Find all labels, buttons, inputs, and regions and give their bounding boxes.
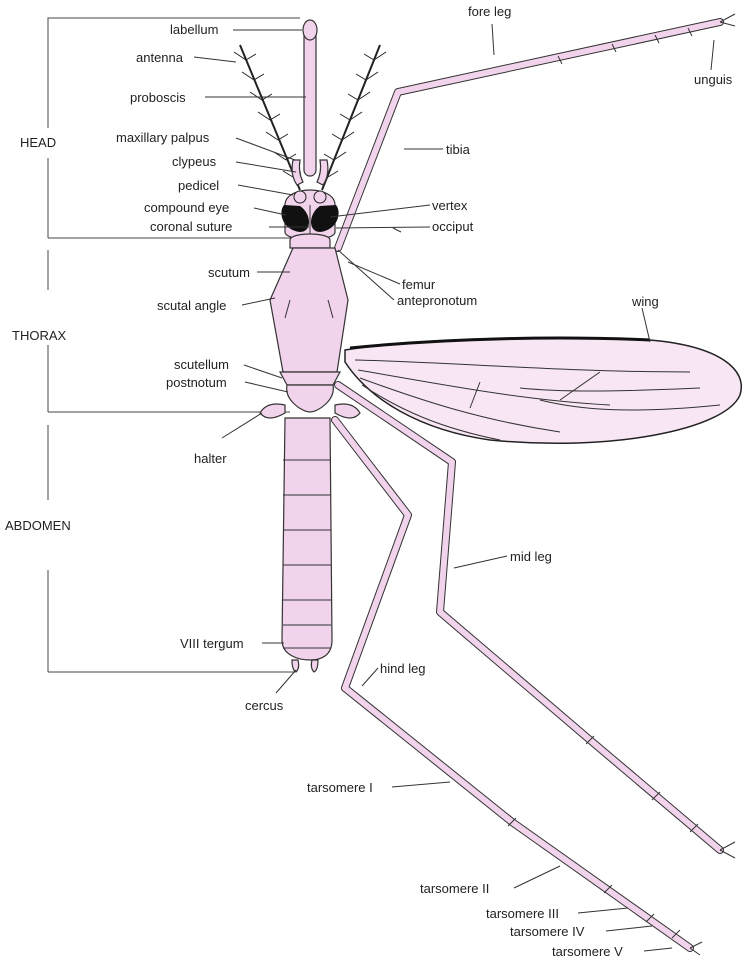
label-scutal-angle: scutal angle xyxy=(157,298,226,313)
label-tarsomere-iv: tarsomere IV xyxy=(510,924,585,939)
scutellum-shape xyxy=(280,372,340,385)
label-occiput: occiput xyxy=(432,219,474,234)
label-unguis: unguis xyxy=(694,72,733,87)
label-scutum: scutum xyxy=(208,265,250,280)
label-antepronotum: antepronotum xyxy=(397,293,477,308)
label-hind-leg: hind leg xyxy=(380,661,426,676)
hind-leg-shape xyxy=(335,420,690,948)
label-labellum: labellum xyxy=(170,22,218,37)
fore-leg-shape xyxy=(338,22,720,248)
label-maxillary-palpus: maxillary palpus xyxy=(116,130,210,145)
label-compound-eye: compound eye xyxy=(144,200,229,215)
labellum-shape xyxy=(303,20,317,40)
label-tarsomere-i: tarsomere I xyxy=(307,780,373,795)
label-cercus: cercus xyxy=(245,698,284,713)
postnotum-shape xyxy=(287,385,334,412)
label-tarsomere-v: tarsomere V xyxy=(552,944,623,959)
label-proboscis: proboscis xyxy=(130,90,186,105)
label-wing: wing xyxy=(631,294,659,309)
halter-shape xyxy=(260,404,285,418)
label-postnotum: postnotum xyxy=(166,375,227,390)
label-antenna: antenna xyxy=(136,50,184,65)
label-tarsomere-ii: tarsomere II xyxy=(420,881,489,896)
leader-lines xyxy=(194,24,714,951)
label-mid-leg: mid leg xyxy=(510,549,552,564)
proboscis-shape xyxy=(304,26,316,176)
abdomen-shape xyxy=(282,418,332,660)
section-abdomen-label: ABDOMEN xyxy=(5,518,71,533)
label-vertex: vertex xyxy=(432,198,468,213)
label-tibia: tibia xyxy=(446,142,471,157)
label-pedicel: pedicel xyxy=(178,178,219,193)
section-brackets xyxy=(48,18,300,672)
body xyxy=(260,20,360,672)
label-viii-tergum: VIII tergum xyxy=(180,636,244,651)
legs xyxy=(335,14,735,955)
scutum-shape xyxy=(270,248,348,372)
label-coronal-suture: coronal suture xyxy=(150,219,232,234)
label-fore-leg: fore leg xyxy=(468,4,511,19)
section-thorax-label: THORAX xyxy=(12,328,67,343)
label-scutellum: scutellum xyxy=(174,357,229,372)
label-clypeus: clypeus xyxy=(172,154,217,169)
label-femur: femur xyxy=(402,277,436,292)
section-head-label: HEAD xyxy=(20,135,56,150)
label-halter: halter xyxy=(194,451,227,466)
label-tarsomere-iii: tarsomere III xyxy=(486,906,559,921)
mid-leg-shape xyxy=(338,385,720,850)
